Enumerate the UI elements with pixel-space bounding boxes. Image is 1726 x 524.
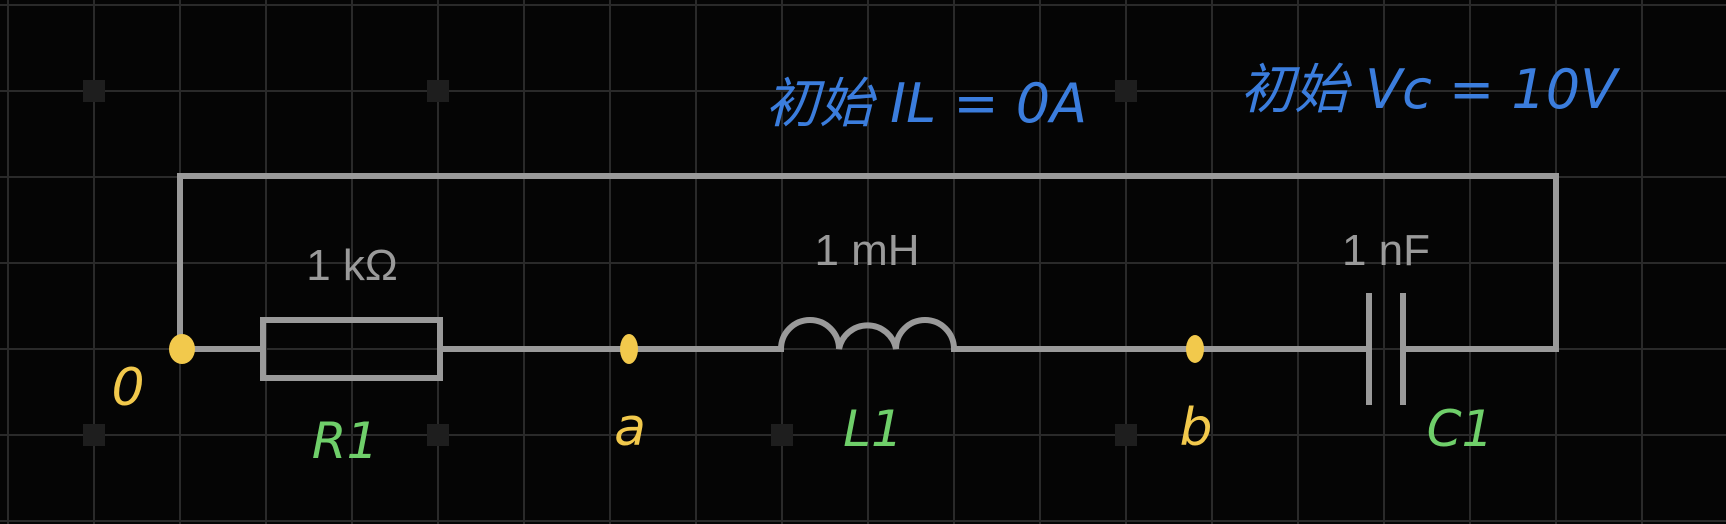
grid-anchor-square (427, 80, 449, 102)
capacitor-initial-condition-note: 初始 Vc = 10V (1240, 58, 1621, 121)
top-return-wire (177, 173, 1559, 352)
c1-value-label: 1 nF (1342, 226, 1430, 275)
l1-value-label: 1 mH (814, 226, 919, 275)
inductor-l1-coils (777, 317, 958, 353)
grid-anchor-square (1115, 424, 1137, 446)
node-a-label: a (614, 398, 646, 458)
c1-ref-label: C1 (1427, 400, 1494, 458)
node-0-label: 0 (111, 358, 144, 418)
inductor-l1[interactable] (777, 317, 958, 353)
grid-anchor-square (771, 424, 793, 446)
resistor-r1-body (260, 317, 443, 381)
capacitor-c1[interactable] (1366, 293, 1406, 405)
grid-anchor-square (1115, 80, 1137, 102)
inductor-initial-condition-note: 初始 IL = 0A (765, 72, 1087, 135)
grid-anchor-square (427, 424, 449, 446)
node-a-dot[interactable] (620, 334, 638, 364)
node-dots (169, 334, 1204, 364)
l1-ref-label: L1 (843, 400, 903, 458)
grid-anchor-square (83, 80, 105, 102)
r1-ref-label: R1 (312, 412, 379, 470)
node-0-dot[interactable] (169, 334, 195, 364)
node-b-dot[interactable] (1186, 335, 1204, 363)
grid-anchor-square (83, 424, 105, 446)
node-b-label: b (1179, 398, 1212, 458)
r1-value-label: 1 kΩ (306, 241, 398, 290)
resistor-r1[interactable] (260, 317, 443, 381)
